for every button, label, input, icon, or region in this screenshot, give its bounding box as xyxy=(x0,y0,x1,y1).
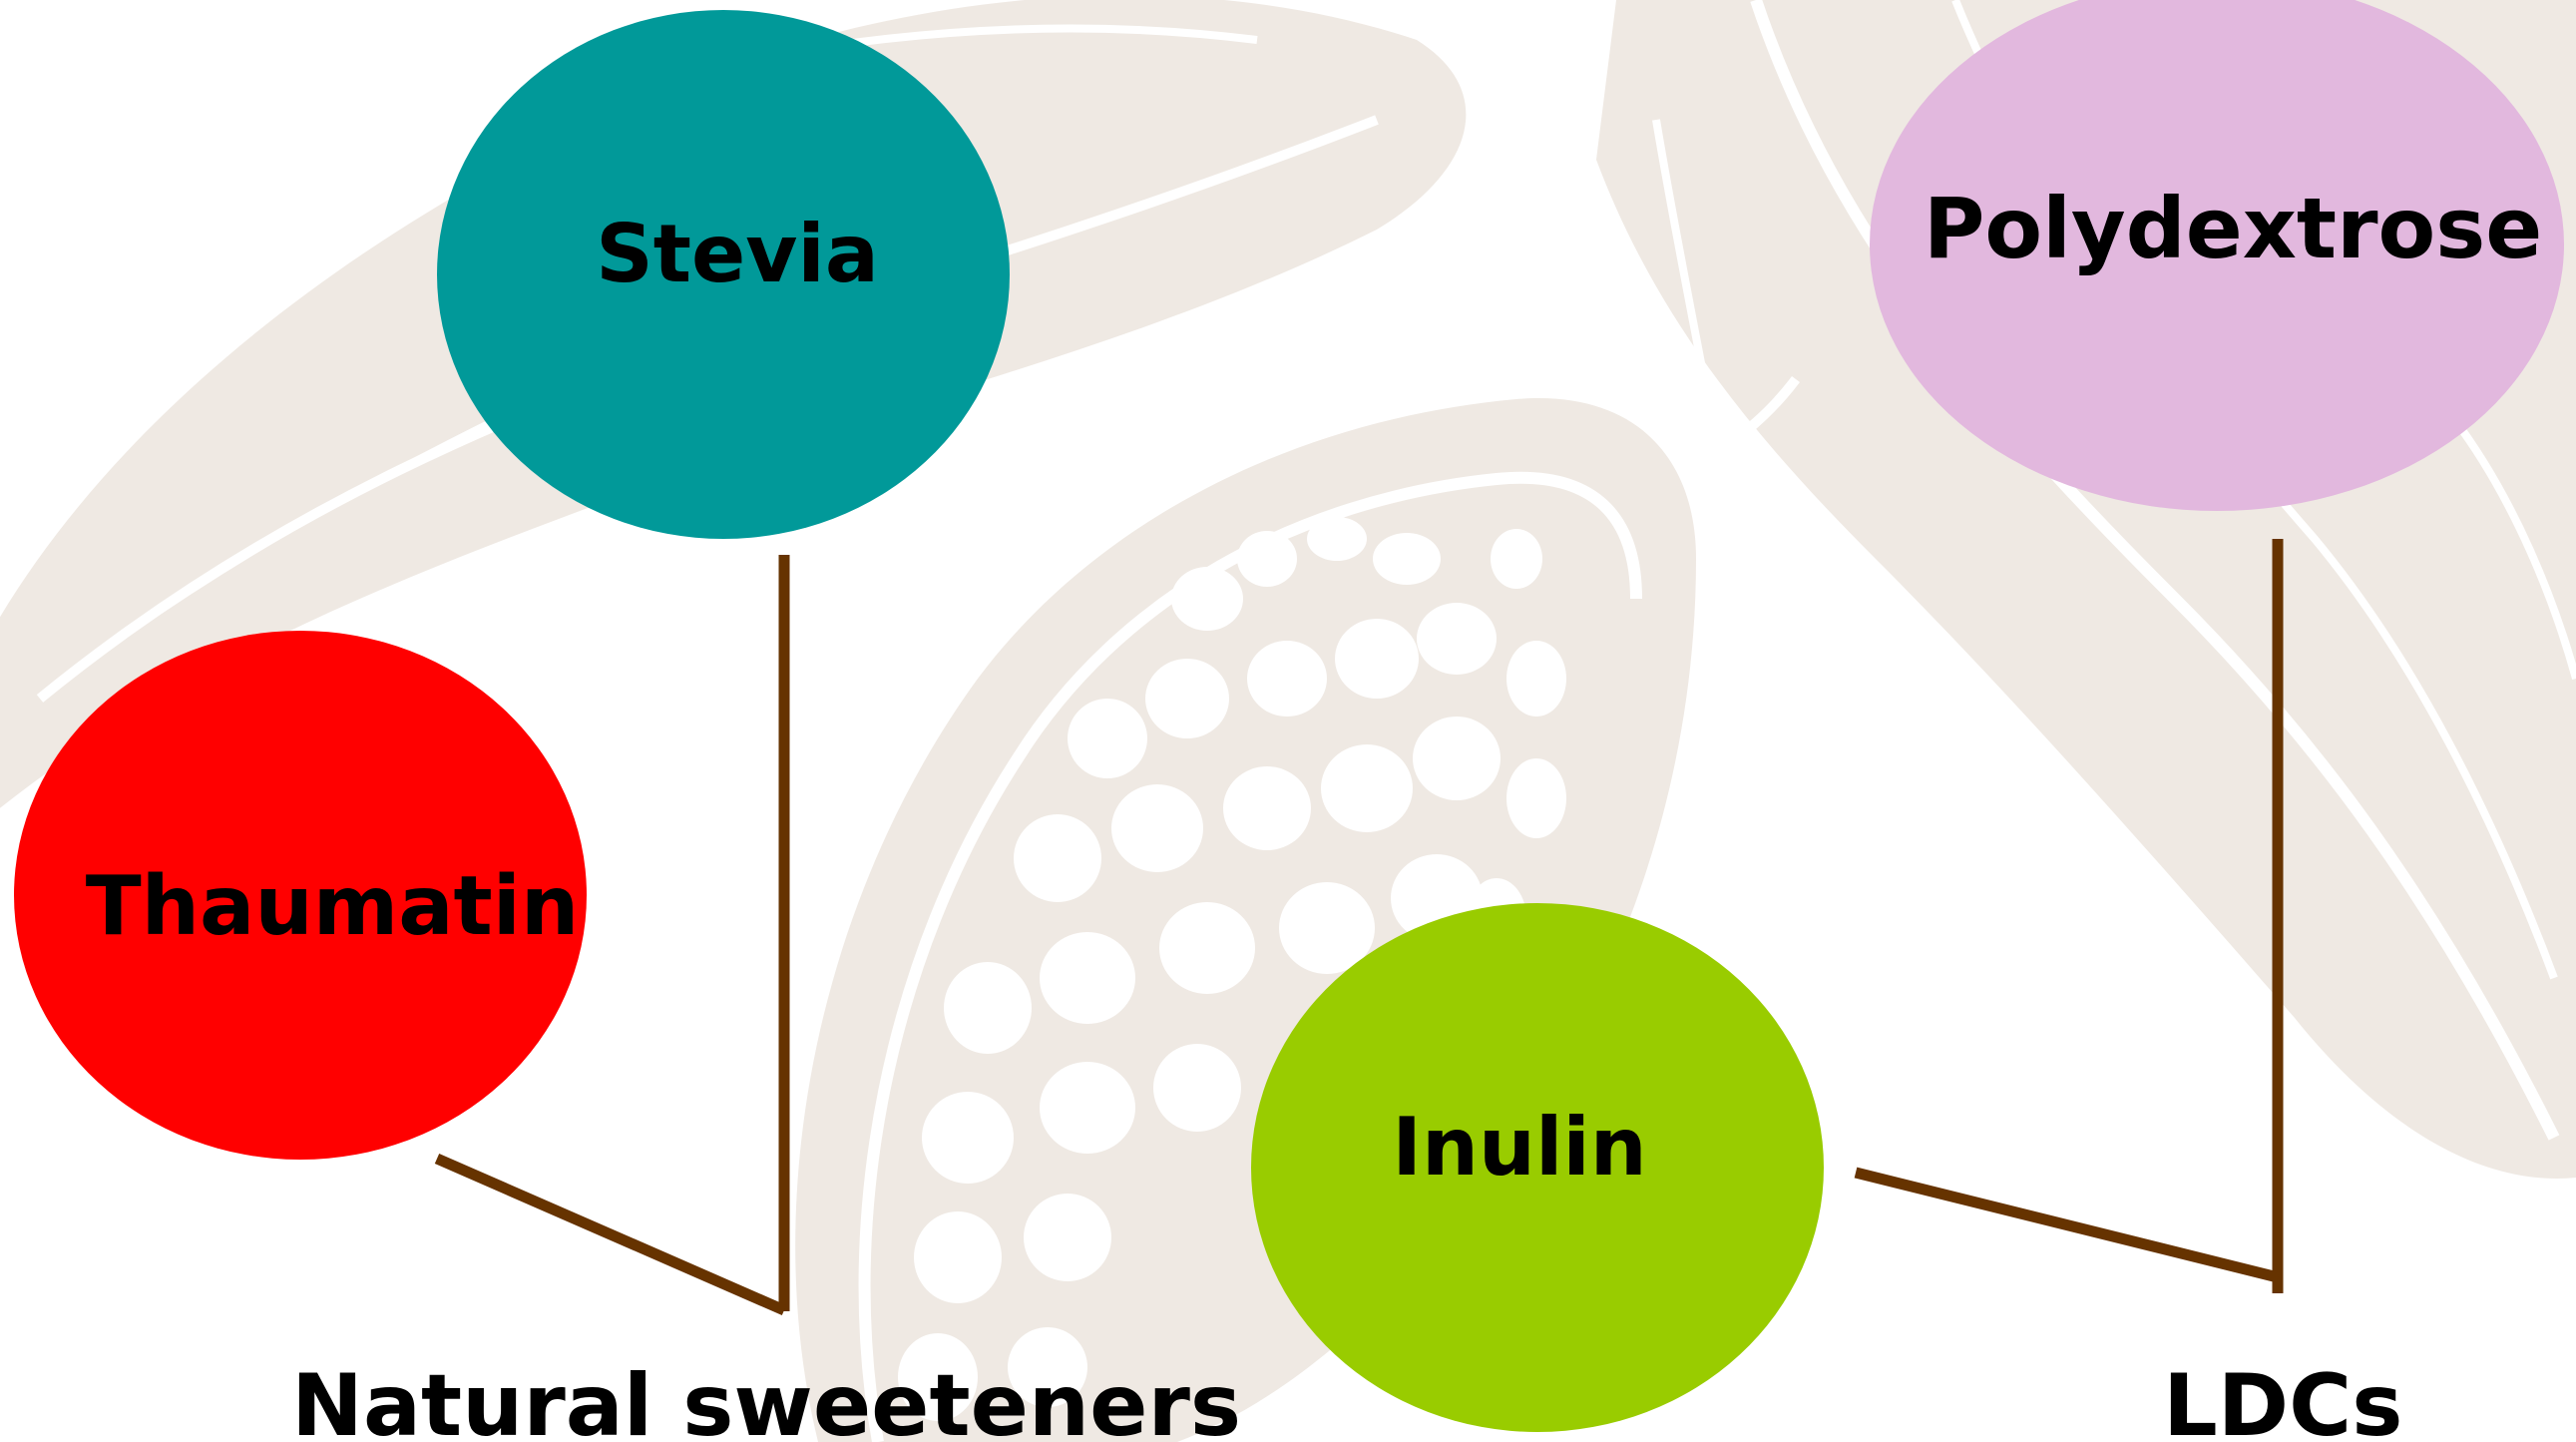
node-label-inulin: Inulin xyxy=(1392,1108,1646,1188)
node-thaumatin: Thaumatin xyxy=(14,631,587,1160)
node-label-stevia: Stevia xyxy=(596,215,879,294)
connector-inulin xyxy=(1856,1173,2278,1277)
node-inulin: Inulin xyxy=(1251,903,1824,1432)
connector-thaumatin xyxy=(437,1159,784,1310)
node-stevia: Stevia xyxy=(437,10,1010,539)
node-label-thaumatin: Thaumatin xyxy=(86,866,579,948)
group-label-natural-sweeteners: Natural sweeteners xyxy=(291,1363,1241,1442)
node-label-polydextrose: Polydextrose xyxy=(1924,187,2542,270)
group-label-ldcs: LDCs xyxy=(2163,1363,2403,1442)
node-polydextrose: Polydextrose xyxy=(1870,0,2564,511)
